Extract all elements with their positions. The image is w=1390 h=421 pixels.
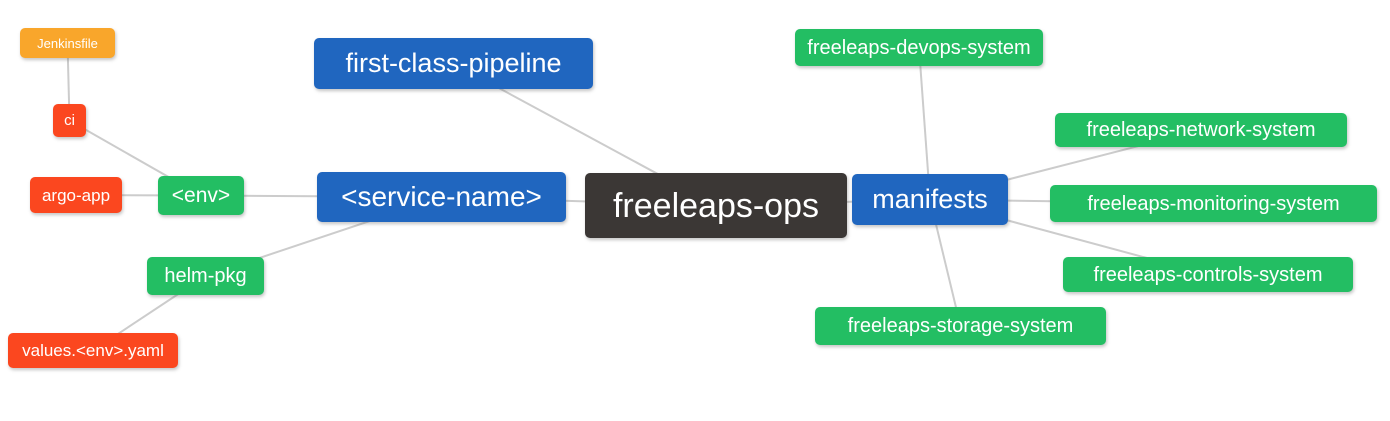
- node-first-class-pipeline[interactable]: first-class-pipeline: [314, 38, 593, 89]
- node-manifests[interactable]: manifests: [852, 174, 1008, 225]
- node-freeleaps-storage-system[interactable]: freeleaps-storage-system: [815, 307, 1106, 345]
- node-jenkinsfile[interactable]: Jenkinsfile: [20, 28, 115, 58]
- node-service-name[interactable]: <service-name>: [317, 172, 566, 222]
- node-ci[interactable]: ci: [53, 104, 86, 137]
- node-freeleaps-ops[interactable]: freeleaps-ops: [585, 173, 847, 238]
- node-freeleaps-controls-system[interactable]: freeleaps-controls-system: [1063, 257, 1353, 292]
- node-argo-app[interactable]: argo-app: [30, 177, 122, 213]
- node-freeleaps-monitoring-system[interactable]: freeleaps-monitoring-system: [1050, 185, 1377, 222]
- node-values-env-yaml[interactable]: values.<env>.yaml: [8, 333, 178, 368]
- node-freeleaps-devops-system[interactable]: freeleaps-devops-system: [795, 29, 1043, 66]
- node-freeleaps-network-system[interactable]: freeleaps-network-system: [1055, 113, 1347, 147]
- node-env[interactable]: <env>: [158, 176, 244, 215]
- node-helm-pkg[interactable]: helm-pkg: [147, 257, 264, 295]
